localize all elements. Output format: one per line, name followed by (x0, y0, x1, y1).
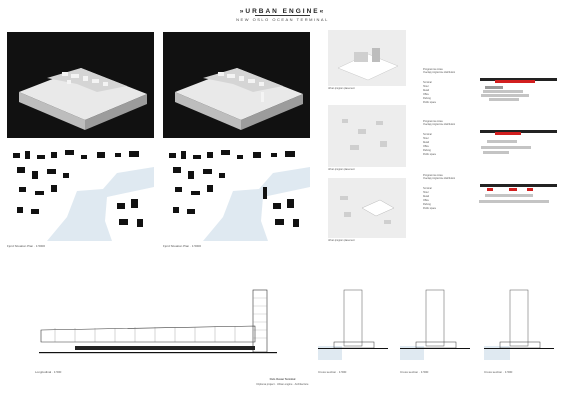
chart-1-sub: Overlap programme distribution (423, 72, 456, 74)
diagram-3-caption: Urban program placement (328, 240, 355, 242)
site-map-left (7, 147, 154, 241)
chart-3-label-2: Hotel (423, 192, 429, 194)
model-render-right (175, 68, 303, 130)
chart-2-label-1: Terminal (423, 134, 432, 136)
chart-3-label-1: Terminal (423, 188, 432, 190)
chart-3-heading: Programme Area (423, 174, 443, 177)
chart-2-sub: Overlap programme distribution (423, 124, 456, 126)
chart-1-bar-4 (481, 94, 529, 97)
diagram-2-drawing (342, 119, 387, 150)
chart-1-bar-2 (485, 86, 503, 89)
chart-3-sub: Overlap programme distribution (423, 178, 456, 180)
cross-section-c-drawing (484, 289, 554, 360)
chart-2-label-2: Hotel (423, 138, 429, 140)
chart-block-3: Programme Area Overlap programme distrib… (423, 174, 557, 219)
chart-2-label-4: Office (423, 146, 429, 148)
site-map-right (163, 147, 310, 241)
cross-section-b-caption: Cross section · 1:500 (400, 370, 429, 374)
chart-2-bar-3 (481, 146, 531, 149)
diagram-2-caption: Urban program placement (328, 169, 355, 171)
cross-section-c (484, 286, 554, 366)
cross-section-b (400, 286, 470, 366)
diagram-3-drawing (340, 196, 395, 224)
model-photo-left (7, 32, 154, 138)
footer-line-1: Oslo Ocean Terminal (269, 378, 296, 381)
chart-2-bar-1 (495, 132, 521, 135)
cross-section-a (318, 286, 388, 366)
chart-3-bar-1 (487, 188, 493, 191)
chart-3-bar-2 (509, 188, 517, 191)
cross-section-b-drawing (400, 289, 470, 360)
map-drawing-right (163, 147, 310, 241)
chart-block-2: Programme Area Overlap programme distrib… (423, 120, 557, 165)
chart-1-axis (480, 78, 557, 81)
chart-1-label-1: Terminal (423, 82, 432, 84)
long-section (35, 286, 285, 366)
diagram-3 (328, 178, 406, 238)
chart-3-label-5: Parking (423, 204, 431, 206)
chart-1-bar-3 (483, 90, 523, 93)
chart-1-label-2: Hotel (423, 86, 429, 88)
chart-1-label-4: Office (423, 94, 429, 96)
chart-2-axis (480, 130, 557, 133)
model-photo-right (163, 32, 310, 138)
model-render-left (19, 68, 147, 130)
cross-section-c-caption: Cross section · 1:500 (484, 370, 513, 374)
diagram-2 (328, 105, 406, 167)
chart-1-label-6: Public space (423, 102, 437, 104)
chart-1-bar-5 (489, 98, 519, 101)
diagram-1-caption: Urban program placement (328, 88, 355, 90)
chart-3-label-6: Public space (423, 208, 437, 210)
cross-section-a-caption: Cross section · 1:500 (318, 370, 347, 374)
chart-3-axis (480, 184, 557, 187)
poster-subtitle: NEW OSLO OCEAN TERMINAL (236, 17, 329, 22)
chart-1-bar-1 (495, 80, 535, 83)
chart-2-bar-2 (487, 140, 517, 143)
chart-3-bar-5 (479, 200, 549, 203)
chart-3-bar-3 (527, 188, 533, 191)
chart-3-label-4: Office (423, 200, 429, 202)
diagram-1-drawing (337, 48, 399, 81)
map-caption-right: Fjord Situation Plan · 1:5000 (163, 244, 202, 248)
chart-3-label-3: Retail (423, 196, 429, 198)
chart-2-label-6: Public space (423, 154, 437, 156)
chart-1-label-3: Retail (423, 90, 429, 92)
diagram-1 (328, 30, 406, 86)
chart-2-label-5: Parking (423, 150, 431, 152)
chart-2-label-3: Retail (423, 142, 429, 144)
long-section-drawing (39, 289, 277, 354)
chart-2-heading: Programme Area (423, 120, 443, 123)
map-drawing-left (7, 147, 154, 241)
long-section-caption: Longitudinal · 1:500 (35, 370, 62, 374)
footer-line-2: Diploma project · Urban engine · Archite… (256, 383, 309, 386)
poster-title: »URBAN ENGINE« (239, 8, 326, 15)
chart-1-label-5: Parking (423, 98, 431, 100)
cross-section-a-drawing (318, 289, 388, 360)
chart-block-1: Programme Area Overlap programme distrib… (423, 68, 557, 113)
chart-3-bar-4 (485, 194, 533, 197)
map-caption-left: Fjord Situation Plan · 1:5000 (7, 244, 46, 248)
chart-1-heading: Programme Area (423, 68, 443, 71)
title-rule (255, 15, 310, 16)
chart-2-bar-4 (483, 151, 509, 154)
